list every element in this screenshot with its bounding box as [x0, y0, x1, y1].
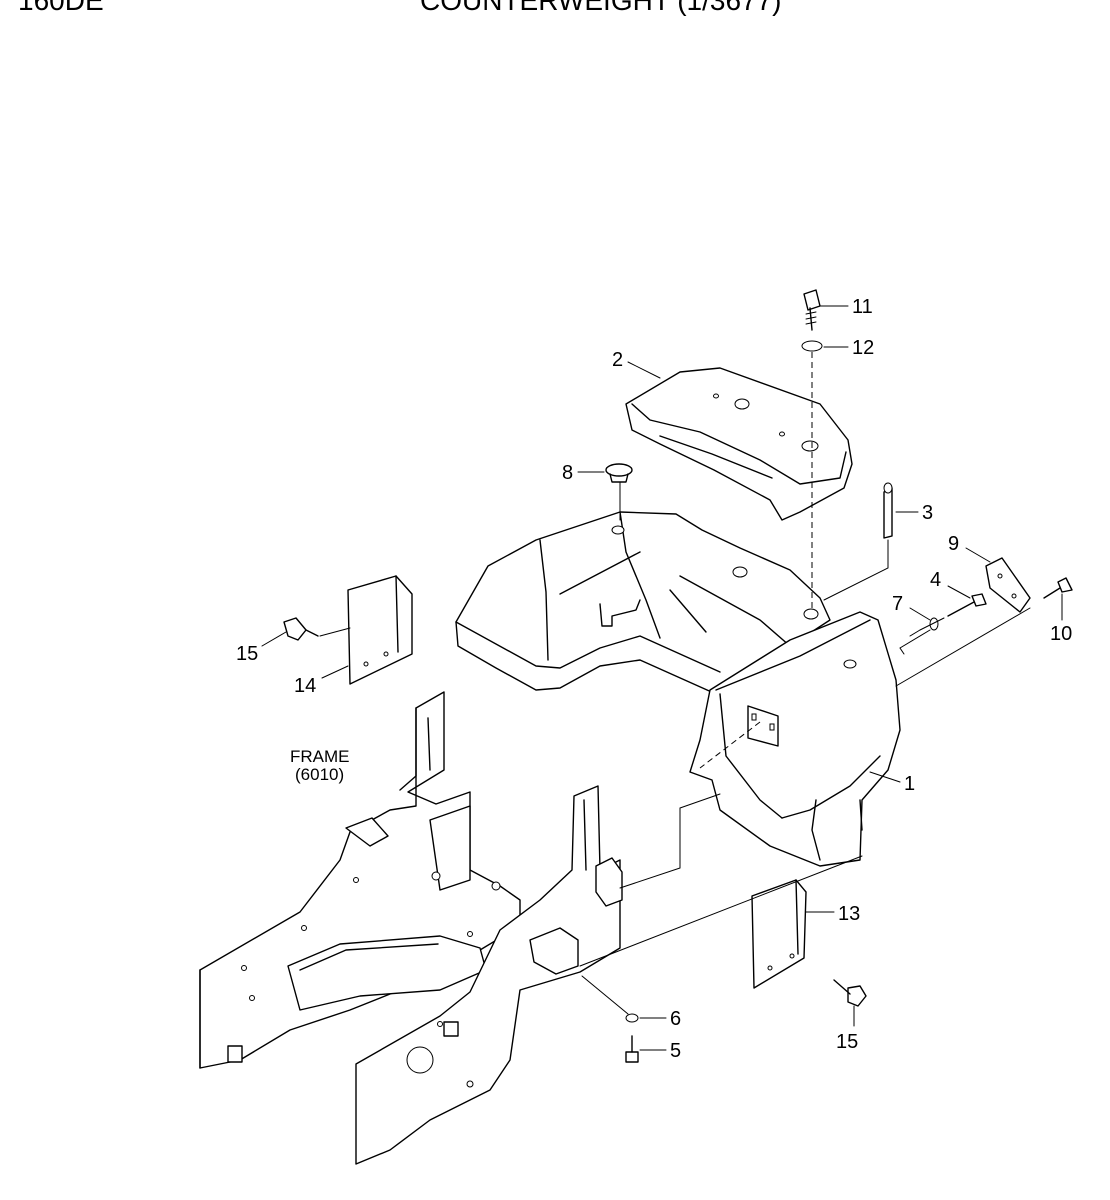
callout-2: 2 — [612, 349, 623, 371]
frame-note-line2: (6010) — [295, 765, 344, 784]
callout-8: 8 — [562, 462, 573, 484]
bolt-10 — [1043, 577, 1073, 599]
callout-15-left: 15 — [236, 643, 258, 665]
bolt-5 — [625, 1035, 639, 1063]
callout-4: 4 — [930, 569, 941, 591]
washer-7 — [929, 617, 939, 631]
bolt-15-right — [833, 979, 867, 1007]
callout-6: 6 — [670, 1008, 681, 1030]
shield-13 — [751, 879, 807, 989]
bolt-4 — [947, 593, 987, 617]
callout-7: 7 — [892, 593, 903, 615]
bolt-15-left — [283, 617, 319, 641]
callout-9: 9 — [948, 533, 959, 555]
page-title: COUNTERWEIGHT (1/3677) — [420, 0, 781, 16]
callout-5: 5 — [670, 1040, 681, 1062]
callout-13: 13 — [838, 903, 860, 925]
callout-15-right: 15 — [836, 1031, 858, 1053]
frame-assembly — [199, 691, 623, 1165]
bolt-11 — [803, 289, 821, 331]
callout-3: 3 — [922, 502, 933, 524]
rod-3 — [883, 482, 893, 539]
callout-12: 12 — [852, 337, 874, 359]
washer-12 — [801, 340, 823, 352]
callout-11: 11 — [852, 296, 873, 318]
counterweight-body — [455, 511, 901, 867]
callout-1: 1 — [904, 773, 915, 795]
callout-10: 10 — [1050, 623, 1072, 645]
model-label: 160DE — [18, 0, 104, 16]
plate-9 — [985, 557, 1031, 613]
grommet-8 — [605, 463, 633, 483]
frame-note-line1: FRAME — [290, 747, 350, 766]
frame-mount-bracket — [529, 927, 579, 975]
top-cover — [625, 367, 853, 521]
callout-14: 14 — [294, 675, 316, 697]
washer-6 — [625, 1013, 639, 1023]
shield-14 — [347, 575, 413, 685]
frame-cross-member — [429, 805, 471, 891]
